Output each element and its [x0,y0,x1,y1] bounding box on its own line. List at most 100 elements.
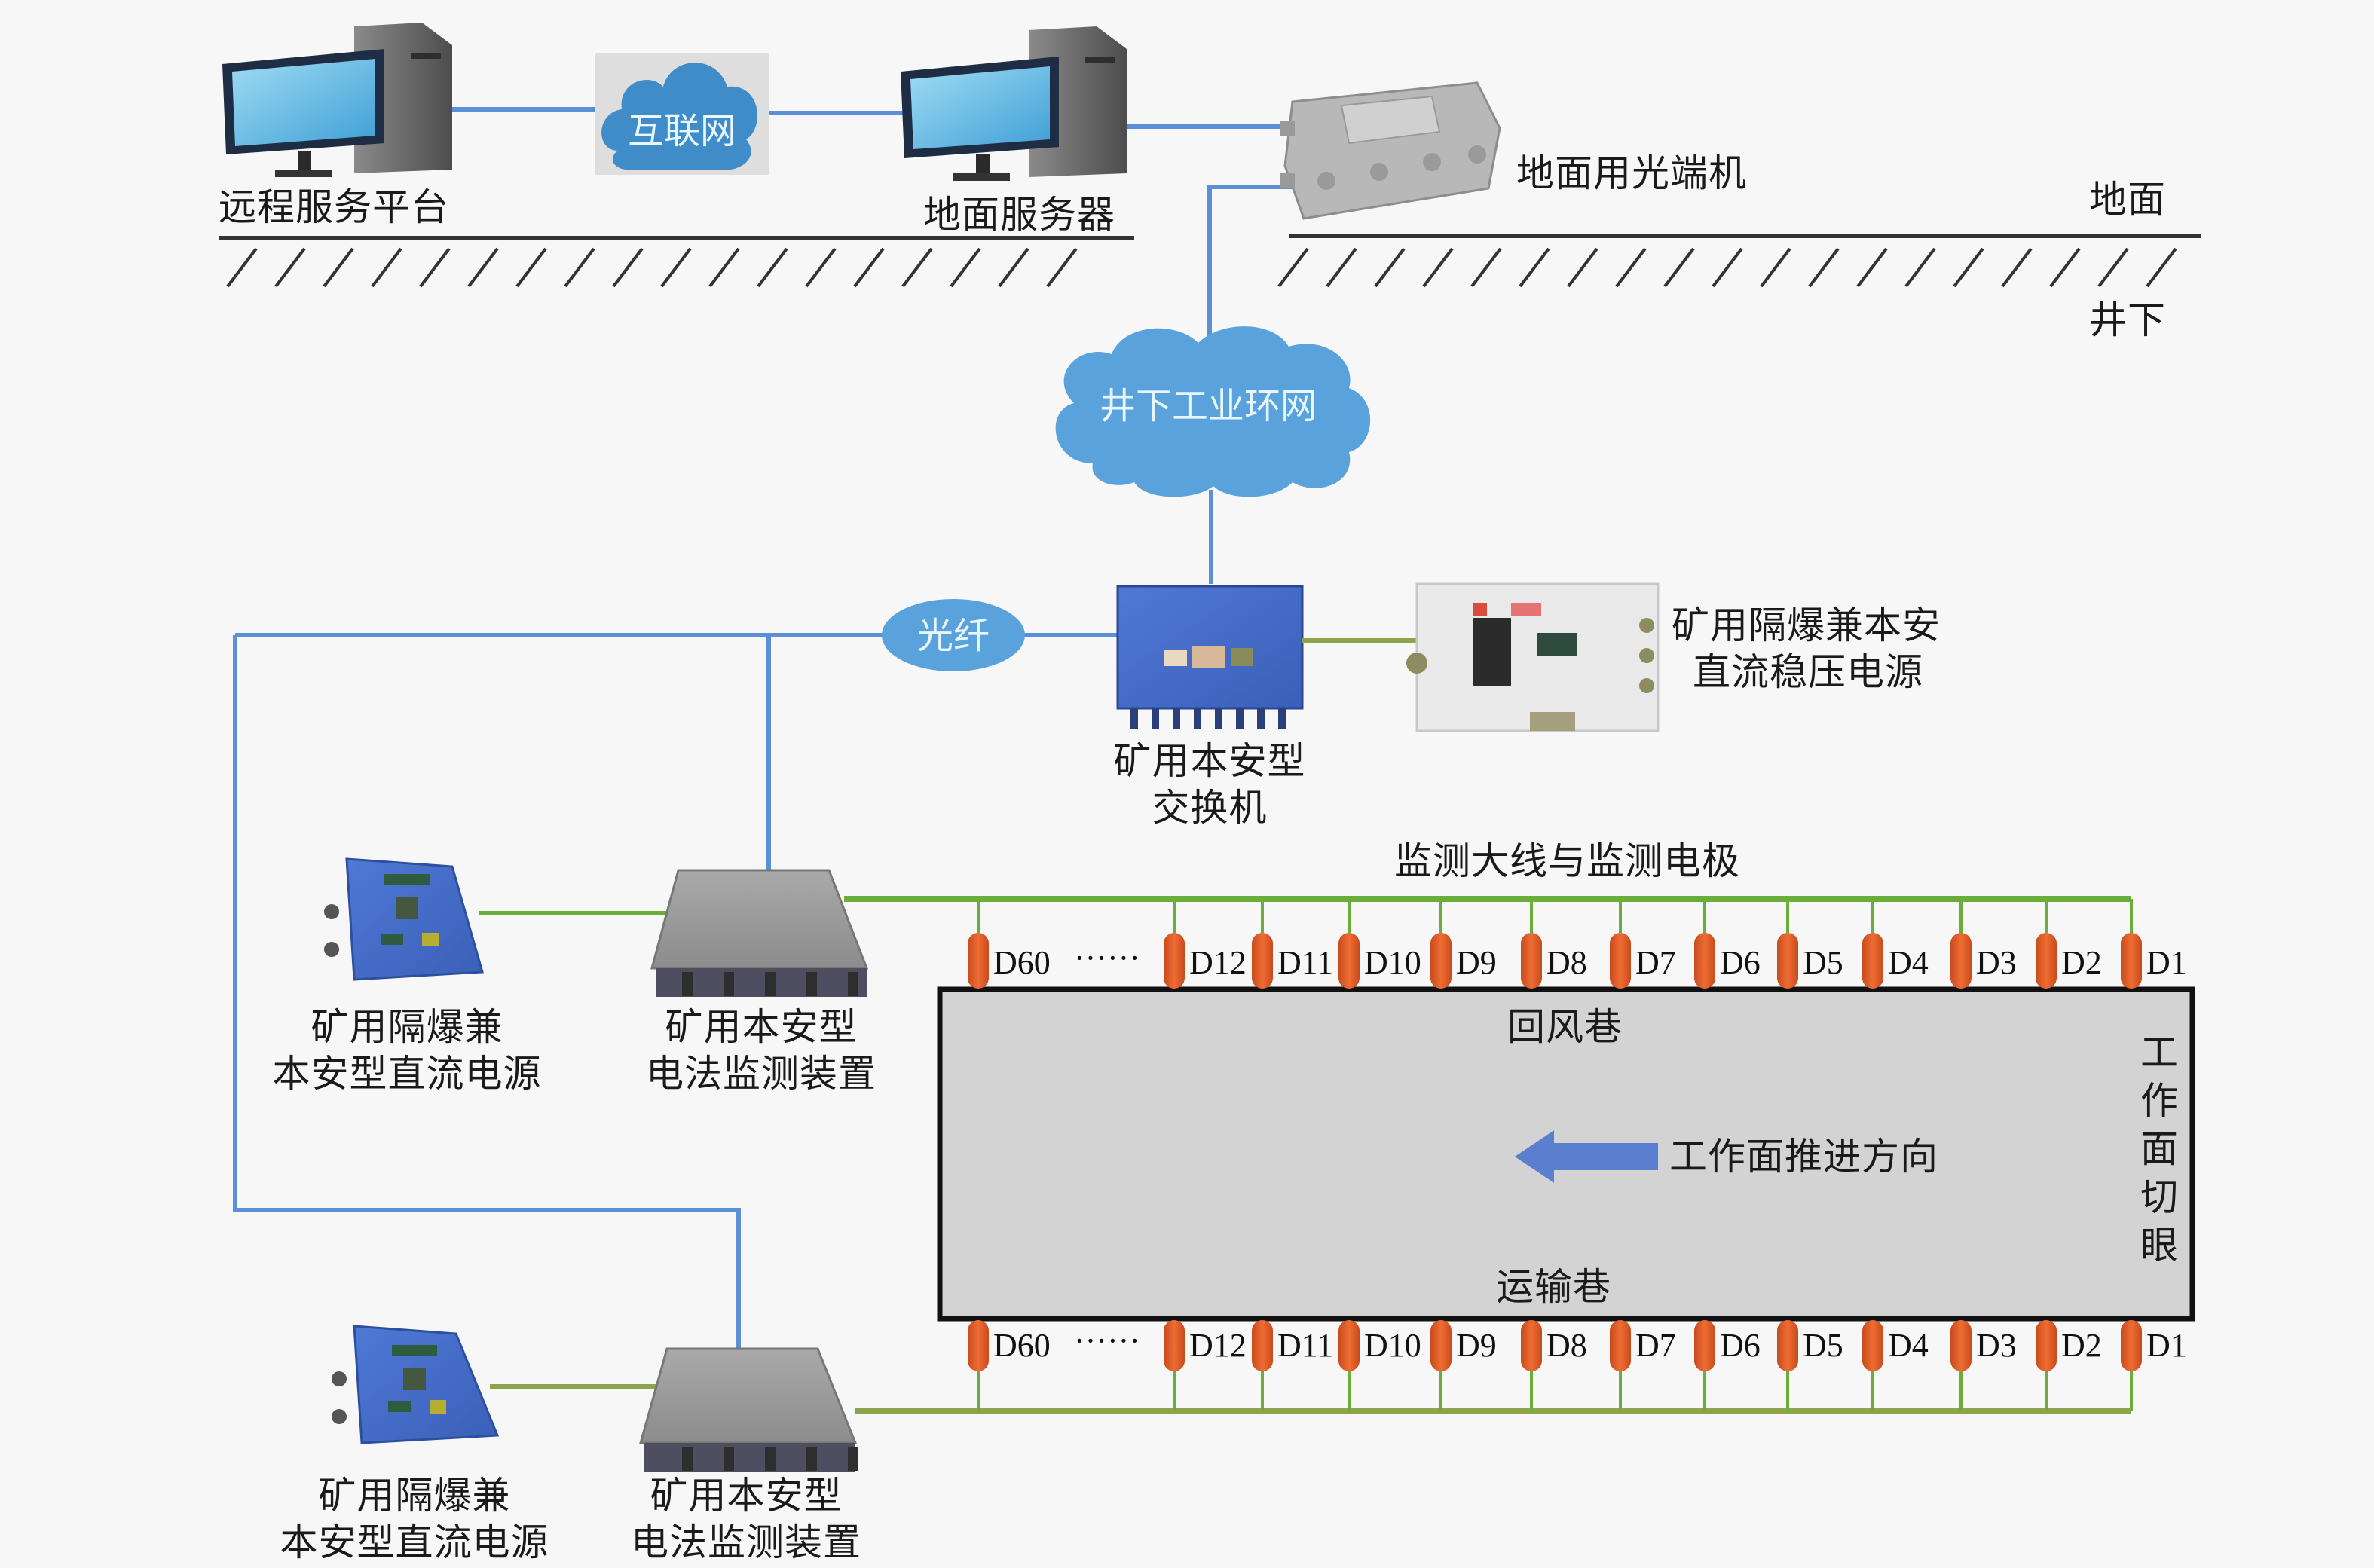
remote-platform-computer-icon [222,23,452,177]
ground-level-label: 地面 [2089,178,2166,222]
open-off-cut-label: 工作面切眼 [2140,1031,2178,1267]
electrode-label: D5 [1803,944,1843,981]
mining-switch-label-line1: 矿用本安型 [1113,739,1306,783]
electrode-d2-icon [2036,933,2057,989]
ring-network-cloud-icon: 井下工业环网 [1055,326,1371,497]
electrode-d7-icon [1610,933,1631,989]
electrode-d9-icon [1430,933,1452,989]
electrode-ellipsis: ······ [1074,940,1140,977]
electrode-label: D8 [1546,1327,1587,1364]
electrode-d5-icon [1777,1320,1798,1371]
ground-hatching-right [1277,247,2177,288]
electrode-d7-icon [1610,1320,1631,1371]
electrode-d2-icon [2036,1320,2057,1371]
electrode-d1-icon [2121,933,2142,989]
dc-regulated-psu-icon [1406,582,1660,732]
haulage-roadway-label: 运输巷 [1496,1265,1611,1309]
electrode-d12-icon [1164,1320,1185,1371]
optical-terminal-label: 地面用光端机 [1516,151,1747,195]
internet-label: 互联网 [628,110,736,152]
electrode-label: D5 [1803,1327,1843,1364]
surface-network-links [452,107,1296,339]
electrode-d10-icon [1338,933,1360,989]
electrode-label: D6 [1720,944,1761,981]
electrode-label: D10 [1364,1327,1421,1364]
electrode-d1-icon [2121,1320,2142,1371]
top-electrode-array: D60 D12 D11 D10 D9 D8 D7 D6 D5 D4 D3 D2 D1 ······ [968,899,2187,989]
fiber-label: 光纤 [917,615,990,657]
remote-platform-label: 远程服务平台 [219,185,449,229]
link-terminal-ringnet [1207,185,1296,339]
internet-cloud-icon: 互联网 [595,53,769,175]
top-device-label-line2: 电法监测装置 [646,1052,876,1096]
electrode-d5-icon [1777,933,1798,989]
electrode-d8-icon [1521,933,1542,989]
top-electric-monitor-device-icon [650,869,869,997]
monitoring-cable-title: 监测大线与监测电极 [1394,839,1740,883]
bottom-device-label-line2: 电法监测装置 [631,1521,861,1564]
electrode-d3-icon [1950,1320,1972,1371]
electrode-label: D8 [1546,944,1587,981]
electrode-d60-icon [968,933,989,989]
electrode-label: D4 [1888,944,1929,981]
electrode-label: D3 [1976,944,2017,981]
electrode-label: D10 [1364,944,1421,981]
electrode-label: D60 [993,1327,1051,1364]
psu-label-line2: 直流稳压电源 [1693,650,1923,694]
electrode-label: D2 [2061,1327,2102,1364]
electrode-d6-icon [1694,1320,1715,1371]
electrode-d11-icon [1252,1320,1273,1371]
return-airway-label: 回风巷 [1507,1005,1623,1049]
electrode-label: D9 [1456,944,1497,981]
electrode-d4-icon [1862,1320,1883,1371]
top-power-label-line2: 本安型直流电源 [272,1052,542,1096]
ground-surface-line [219,234,2201,288]
advance-direction-arrow-icon [1515,1130,1658,1183]
electrode-label: D1 [2146,944,2187,981]
mining-switch-label-line2: 交换机 [1152,786,1268,830]
electrode-label: D4 [1888,1327,1929,1364]
electrode-label: D7 [1635,1327,1676,1364]
electrode-d12-icon [1164,933,1185,989]
top-device-label-line1: 矿用本安型 [665,1005,858,1049]
fiber-node-icon: 光纤 [235,599,1119,671]
bottom-power-label-line2: 本安型直流电源 [280,1521,549,1564]
optical-terminal-icon [1280,81,1501,220]
bottom-power-label-line1: 矿用隔爆兼 [318,1474,511,1518]
electrode-label: D7 [1635,944,1676,981]
bottom-intrinsic-safe-power-icon [332,1325,500,1444]
electrode-label: D9 [1456,1327,1497,1364]
electrode-d11-icon [1252,933,1273,989]
bottom-device-label-line1: 矿用本安型 [650,1474,843,1518]
electrode-label: D3 [1976,1327,2017,1364]
electrode-d60-icon [968,1320,989,1371]
electrode-label: D2 [2061,944,2102,981]
electrode-label: D12 [1189,1327,1247,1364]
ring-network-label: 井下工业环网 [1100,385,1317,427]
electrode-d9-icon [1430,1320,1452,1371]
electrode-d8-icon [1521,1320,1542,1371]
bottom-electric-monitor-device-icon [639,1347,858,1472]
psu-label-line1: 矿用隔爆兼本安 [1672,604,1941,647]
electrode-d4-icon [1862,933,1883,989]
ground-hatching-left [226,247,1078,288]
electrode-d6-icon [1694,933,1715,989]
electrode-label: D12 [1189,944,1247,981]
advance-direction-label: 工作面推进方向 [1669,1135,1938,1178]
top-intrinsic-safe-power-icon [324,857,484,981]
top-power-label-line1: 矿用隔爆兼 [311,1005,503,1049]
underground-level-label: 井下 [2089,298,2166,342]
electrode-label: D60 [993,944,1051,981]
electrode-d10-icon [1338,1320,1360,1371]
ground-server-label: 地面服务器 [923,193,1115,237]
electrode-label: D11 [1277,944,1333,981]
electrode-ellipsis: ······ [1074,1322,1140,1359]
electrode-label: D6 [1720,1327,1761,1364]
monitor-network-links [233,635,771,1353]
electrode-d3-icon [1950,933,1972,989]
mining-switch-icon [1116,585,1304,729]
electrode-label: D11 [1277,1327,1333,1364]
